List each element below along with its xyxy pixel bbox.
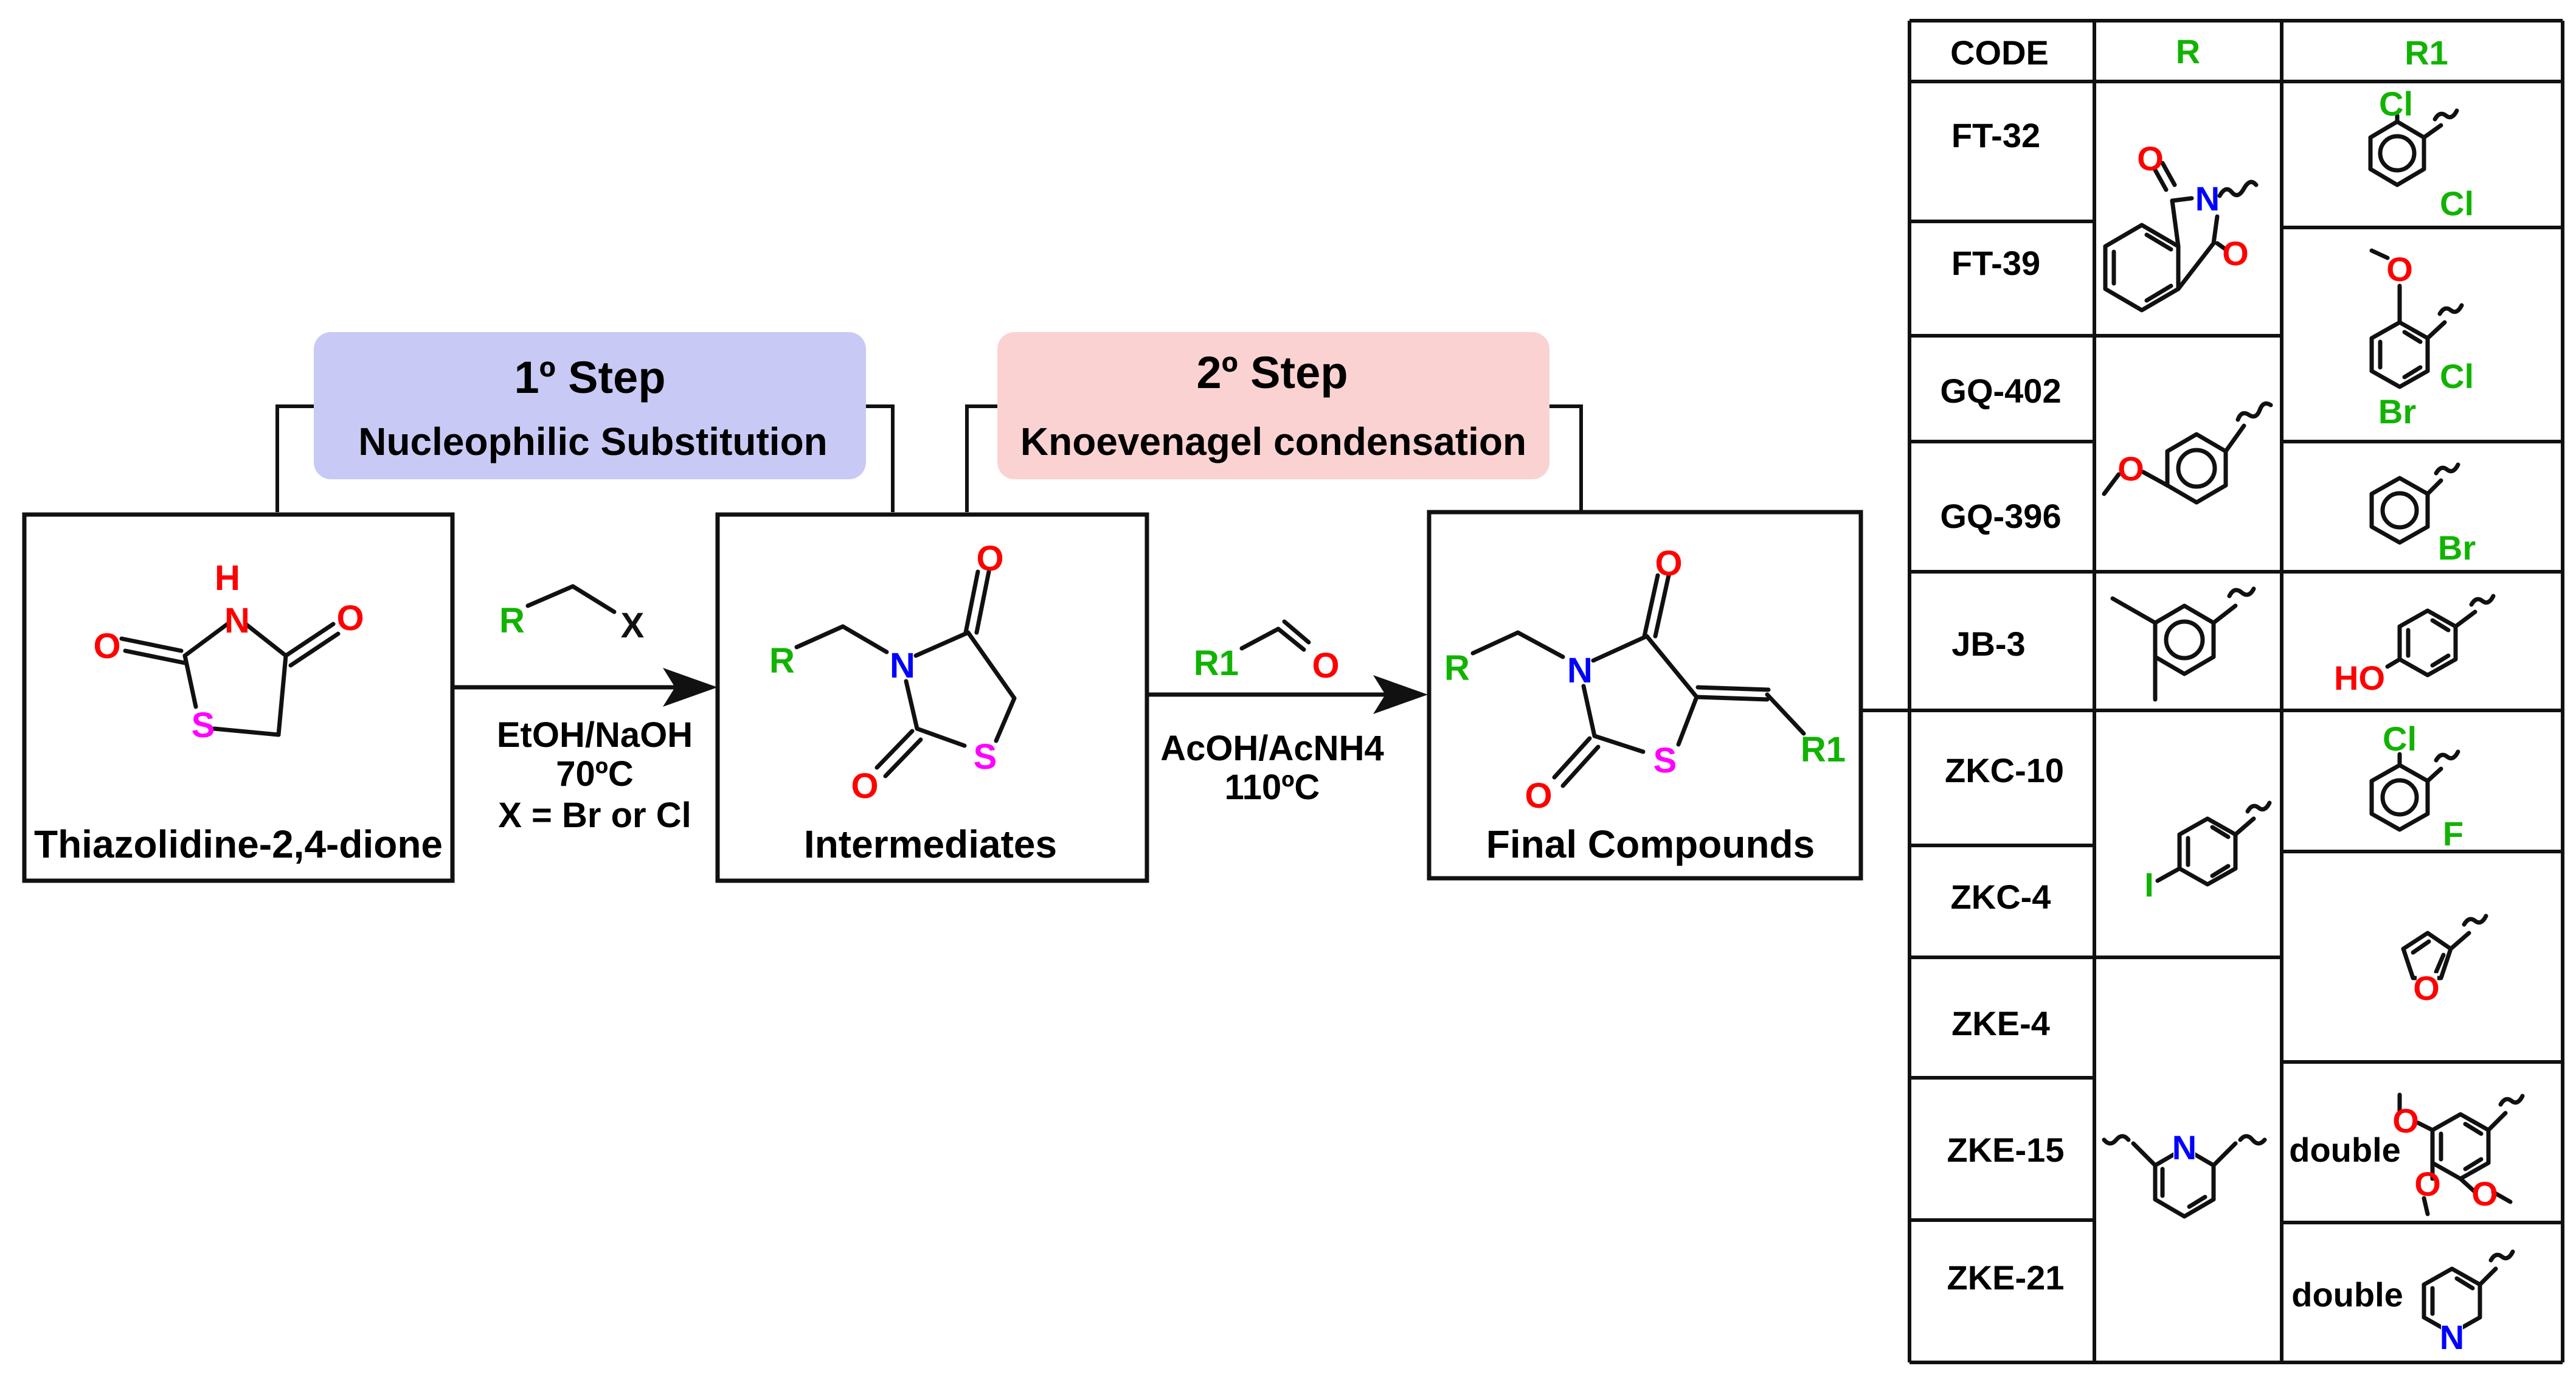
bp-br: Br xyxy=(2438,529,2476,567)
tzd-structure: H N O O S xyxy=(93,558,364,745)
final-n: N xyxy=(1567,651,1593,690)
header-code: CODE xyxy=(1950,33,2049,72)
cond2-reagents: AcOH/AcNH4 xyxy=(1160,729,1383,768)
step1-background xyxy=(314,332,866,479)
compound-table: CODE R R1 FT-32 FT-39 GQ-402 GQ-396 JB-3… xyxy=(1908,19,2564,1364)
start-material-box: H N O O S Thiazolidine-2,4-dione xyxy=(22,512,455,883)
step1-subtitle: Nucleophilic Substitution xyxy=(358,420,828,463)
r-iodophenyl: I xyxy=(2144,800,2272,904)
double-label-1: double xyxy=(2289,1131,2401,1169)
tmp-o2: O xyxy=(2414,1165,2441,1203)
final-structure: R N O O S R1 xyxy=(1444,544,1846,816)
reagent-r1: R1 xyxy=(1194,643,1239,683)
code-zke-15: ZKE-15 xyxy=(1947,1131,2065,1169)
code-zkc-10: ZKC-10 xyxy=(1945,751,2064,789)
final-o4: O xyxy=(1655,544,1682,583)
reaction-arrow-2: R1 O AcOH/AcNH4 110ºC xyxy=(1148,619,1428,807)
bcm-cl: Cl xyxy=(2440,357,2474,395)
phth-o1: O xyxy=(2137,139,2164,178)
start-material-label: Thiazolidine-2,4-dione xyxy=(34,822,443,866)
reagent-x: X xyxy=(621,606,645,645)
int-o2: O xyxy=(851,766,878,806)
arrow-1-head xyxy=(663,668,718,707)
header-r1: R1 xyxy=(2405,33,2448,72)
reagent-o: O xyxy=(1312,646,1339,685)
dcp-cl1: Cl xyxy=(2379,85,2413,123)
hp-ho: HO xyxy=(2334,659,2385,697)
tmp-o3: O xyxy=(2471,1174,2498,1213)
int-r: R xyxy=(769,641,795,681)
tzd-o4: O xyxy=(336,598,364,638)
header-r: R xyxy=(2176,32,2200,71)
phth-n: N xyxy=(2195,179,2220,218)
step1-title: 1º Step xyxy=(514,352,665,403)
furyl-o: O xyxy=(2413,969,2440,1007)
int-s: S xyxy=(974,737,997,777)
final-s: S xyxy=(1653,741,1677,780)
final-r1: R1 xyxy=(1801,730,1846,769)
r-dimethylphenyl xyxy=(2110,586,2256,702)
r1-dichlorophenyl: Cl Cl xyxy=(2368,85,2474,223)
code-ft-32: FT-32 xyxy=(1951,116,2040,154)
code-jb-3: JB-3 xyxy=(1951,625,2025,663)
bcm-o: O xyxy=(2386,250,2413,288)
code-ft-39: FT-39 xyxy=(1951,244,2040,282)
r1-bromophenyl: Br xyxy=(2369,462,2476,567)
r1-hydroxyphenyl: HO xyxy=(2334,594,2496,697)
cfp-cl: Cl xyxy=(2383,720,2417,758)
r1-pyridyl: double N xyxy=(2291,1249,2515,1356)
intermediate-structure: R N O O S xyxy=(769,539,1017,806)
bcm-br: Br xyxy=(2378,392,2416,431)
mop-o: O xyxy=(2117,449,2144,488)
code-zkc-4: ZKC-4 xyxy=(1951,878,2051,916)
int-o4: O xyxy=(976,539,1003,578)
tzd-n: N xyxy=(224,601,250,640)
final-o2: O xyxy=(1525,776,1552,816)
dcp-cl2: Cl xyxy=(2440,184,2474,223)
step2-title: 2º Step xyxy=(1196,347,1348,398)
code-gq-396: GQ-396 xyxy=(1940,497,2061,535)
phth-o2: O xyxy=(2222,234,2249,272)
code-gq-402: GQ-402 xyxy=(1940,372,2061,410)
r1-furyl: O xyxy=(2401,914,2488,1007)
r1-chlorofluorophenyl: Cl F xyxy=(2369,720,2463,853)
reagent-r: R xyxy=(499,601,525,640)
int-n: N xyxy=(890,646,915,685)
final-compounds-label: Final Compounds xyxy=(1486,822,1815,866)
step2-background xyxy=(997,332,1549,479)
reagent-alkyl-halide: R X xyxy=(499,584,645,645)
reaction-arrow-1: R X EtOH/NaOH 70ºC X = Br or Cl xyxy=(454,584,718,835)
tzd-h: H xyxy=(215,558,240,598)
r1-bromochloromethoxyphenyl: O Cl Br xyxy=(2369,248,2474,431)
step2-subtitle: Knoevenagel condensation xyxy=(1020,420,1526,463)
intermediates-label: Intermediates xyxy=(804,822,1057,866)
pyr-n: N xyxy=(2172,1128,2197,1167)
code-zke-21: ZKE-21 xyxy=(1947,1258,2065,1297)
final-compounds-box: R N O O S R1 Final Compounds xyxy=(1427,510,1863,881)
final-r: R xyxy=(1444,648,1470,688)
cond2-temp: 110ºC xyxy=(1225,768,1320,807)
tzd-s: S xyxy=(192,706,215,745)
arrow-2-head xyxy=(1373,675,1428,714)
r-methoxyphenyl: O xyxy=(2102,401,2273,505)
tzd-o2: O xyxy=(93,626,120,666)
r-pyridinediyl: N xyxy=(2102,1128,2267,1219)
r1-trimethoxyphenyl: double O O O xyxy=(2289,1092,2525,1216)
tmp-o1: O xyxy=(2392,1101,2419,1140)
reagent-aldehyde: R1 O xyxy=(1194,619,1340,685)
cond1-temp: 70ºC xyxy=(556,754,634,794)
code-zke-4: ZKE-4 xyxy=(1951,1004,2050,1042)
pyridyl-n: N xyxy=(2440,1318,2464,1356)
cond1-halide: X = Br or Cl xyxy=(498,796,691,835)
iodo-i: I xyxy=(2144,865,2154,904)
cond1-solvent: EtOH/NaOH xyxy=(497,715,693,755)
cfp-f: F xyxy=(2443,814,2463,853)
step1-banner: 1º Step Nucleophilic Substitution xyxy=(275,332,895,512)
intermediates-box: R N O O S Intermediates xyxy=(715,512,1149,883)
double-label-2: double xyxy=(2291,1275,2403,1314)
step2-banner: 2º Step Knoevenagel condensation xyxy=(965,332,1583,512)
r-phthalimide: O N O xyxy=(2103,139,2259,313)
